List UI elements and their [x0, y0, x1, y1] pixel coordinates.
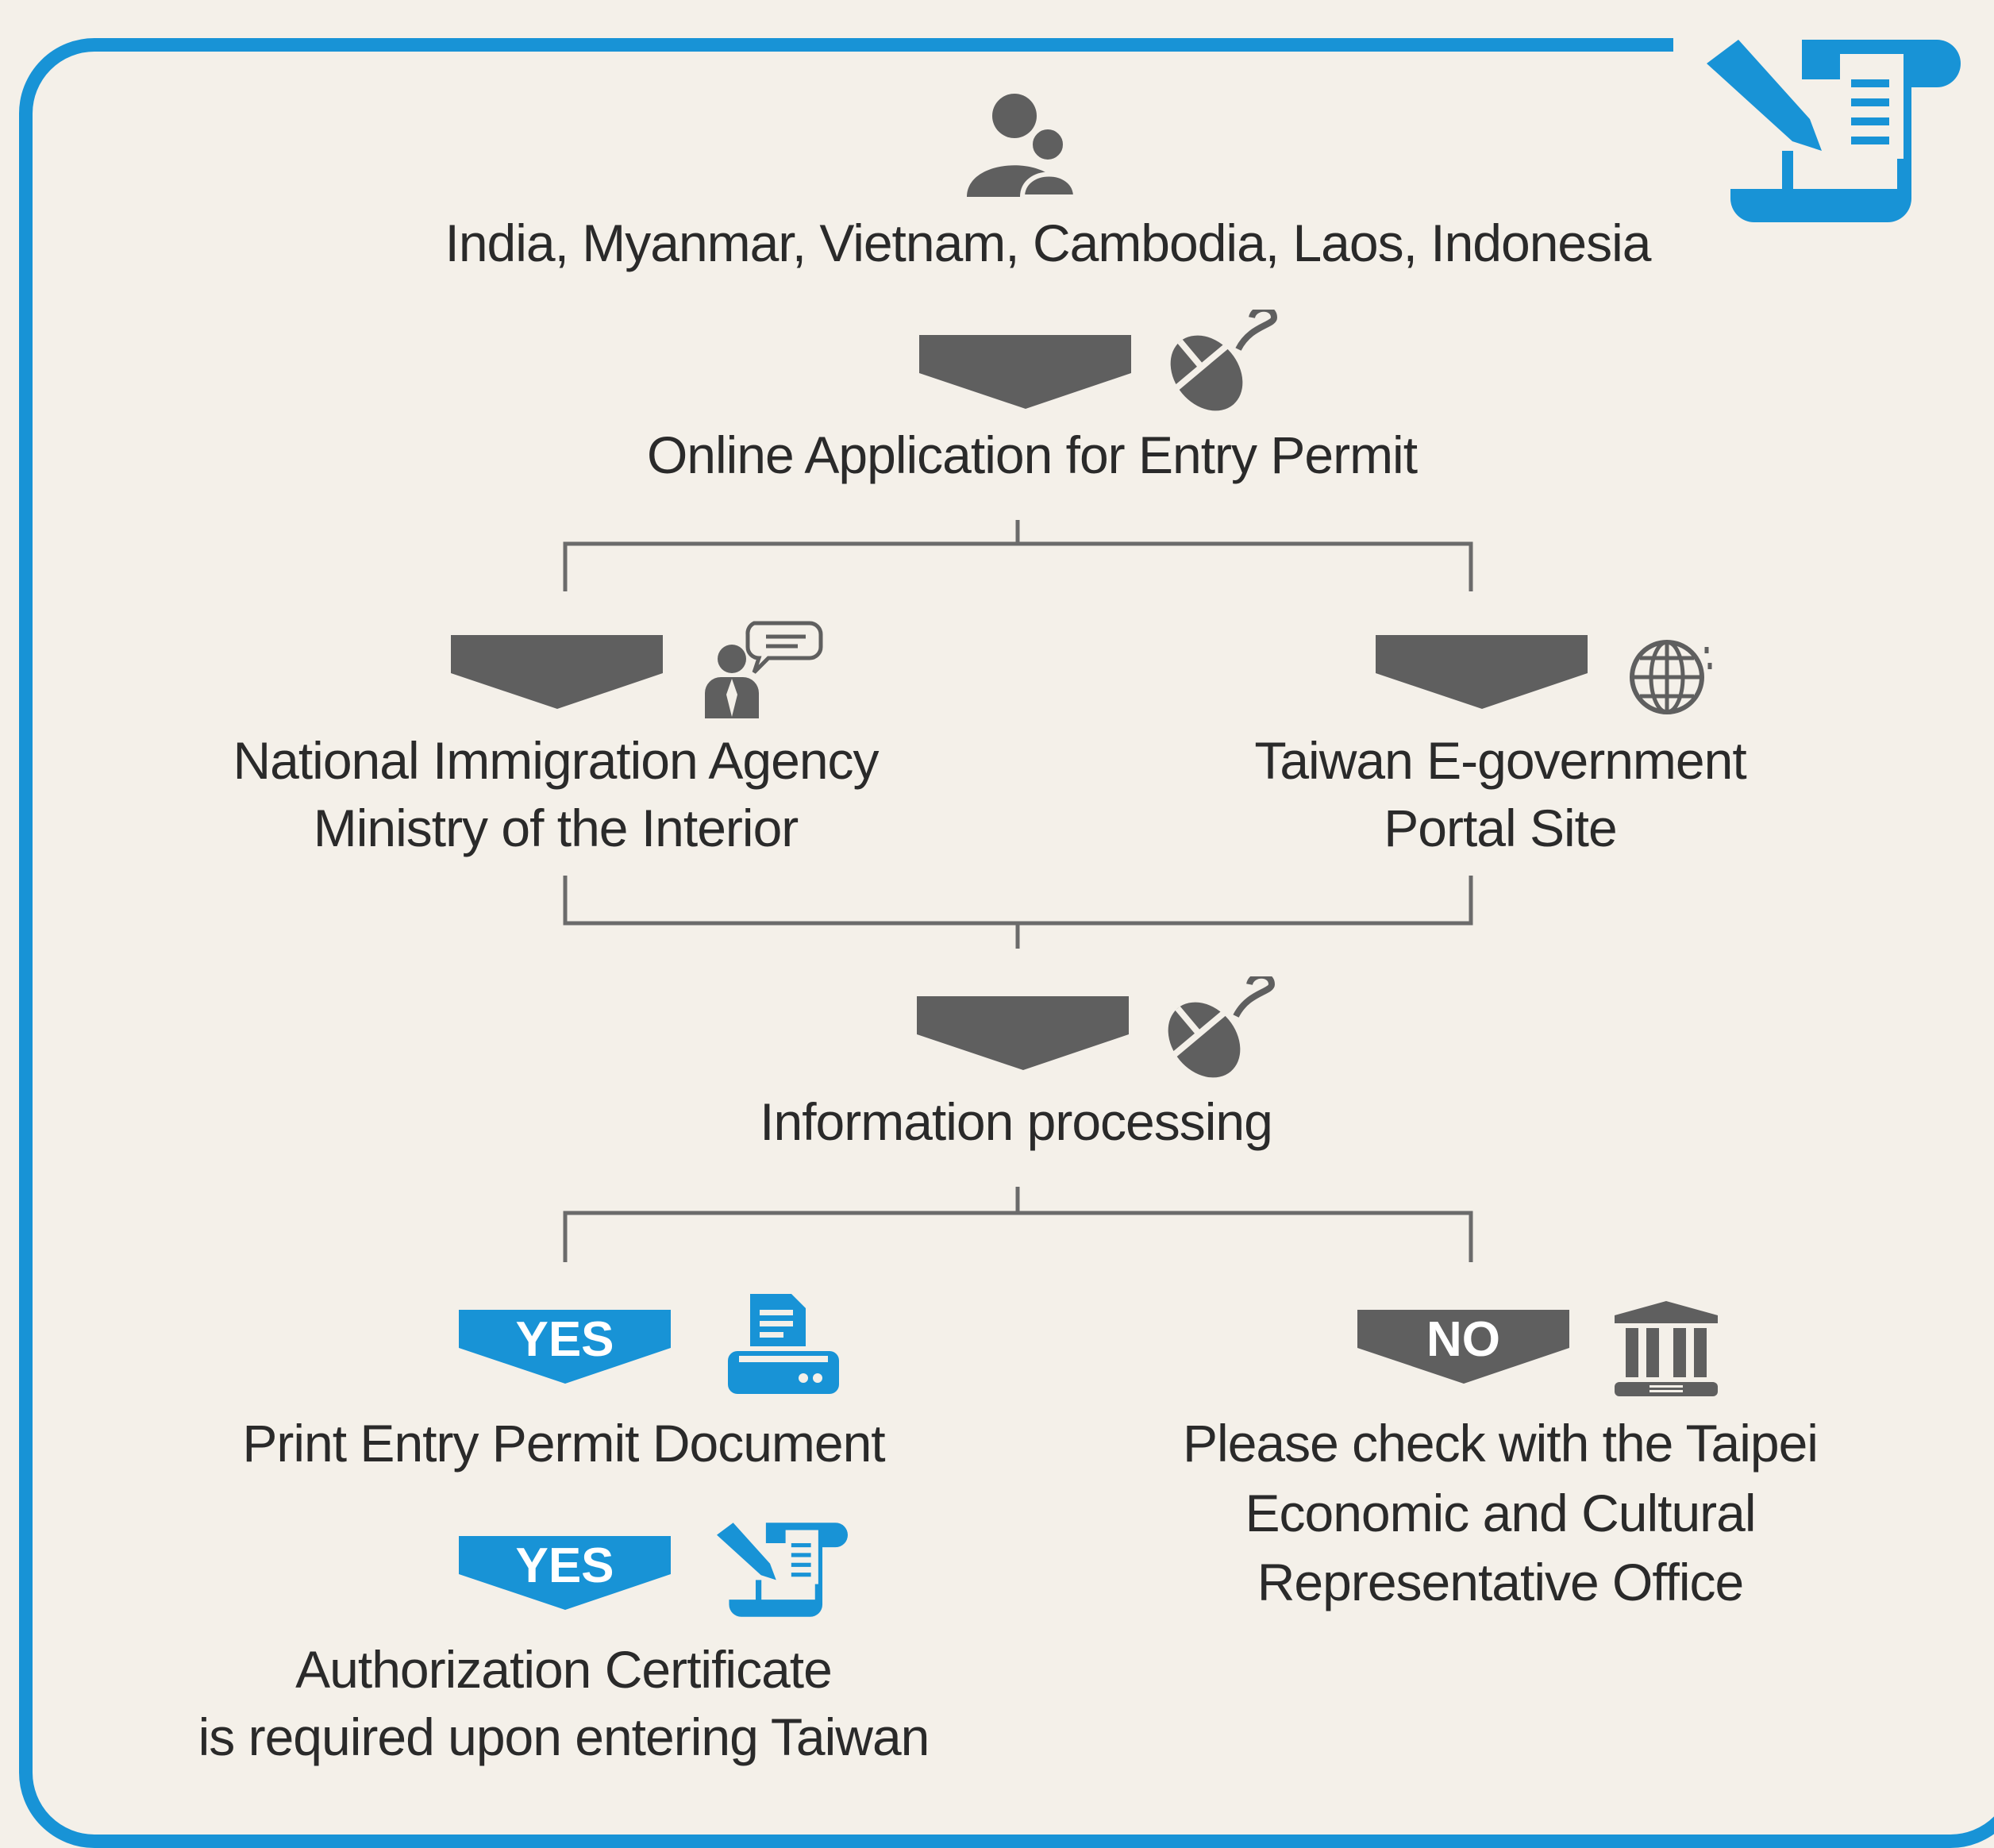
- bank-icon: [1615, 1301, 1718, 1396]
- step-portal-line1: Taiwan E-government: [1254, 731, 1746, 790]
- globe-icon: [1630, 640, 1712, 714]
- step-agency-line2: Ministry of the Interior: [313, 799, 799, 857]
- arrow-1: [919, 335, 1131, 409]
- step-agency-line1: National Immigration Agency: [233, 731, 879, 790]
- document-pen-icon: [1707, 40, 1961, 222]
- officer-speech-icon: [705, 621, 823, 718]
- arrow-agency: [451, 635, 663, 709]
- arrow-yes-2: [459, 1536, 671, 1610]
- printer-icon: [728, 1294, 839, 1394]
- outcome-no-line2: Economic and Cultural: [1245, 1484, 1757, 1542]
- yes-label: YES: [515, 1312, 614, 1367]
- arrow-yes: [459, 1310, 671, 1384]
- step-processing: Information processing: [760, 1092, 1273, 1151]
- flow-arrows: [451, 335, 1588, 1384]
- arrow-no: [1357, 1310, 1569, 1384]
- outcome-auth-line2: is required upon entering Taiwan: [198, 1707, 930, 1766]
- arrow-portal: [1376, 635, 1588, 709]
- outcome-no-line1: Please check with the Taipei: [1183, 1414, 1819, 1473]
- connector-layer: [451, 335, 1588, 1610]
- yes-label-2: YES: [515, 1538, 614, 1593]
- mouse-icon: [1170, 310, 1278, 411]
- step-portal-line2: Portal Site: [1384, 799, 1617, 857]
- document-pen-icon-small: [717, 1523, 848, 1617]
- step-online-application: Online Application for Entry Permit: [646, 425, 1418, 484]
- outcome-auth-line1: Authorization Certificate: [295, 1640, 833, 1699]
- outcome-no-line3: Representative Office: [1257, 1553, 1744, 1611]
- no-label: NO: [1426, 1312, 1500, 1367]
- yes-arrows: [459, 1310, 671, 1610]
- mouse-icon-2: [1168, 976, 1276, 1078]
- users-icon: [967, 94, 1079, 198]
- arrow-processing: [917, 996, 1129, 1070]
- outcome-print: Print Entry Permit Document: [242, 1414, 885, 1473]
- connector-lines: [563, 520, 1473, 1262]
- countries-heading: India, Myanmar, Vietnam, Cambodia, Laos,…: [445, 214, 1651, 272]
